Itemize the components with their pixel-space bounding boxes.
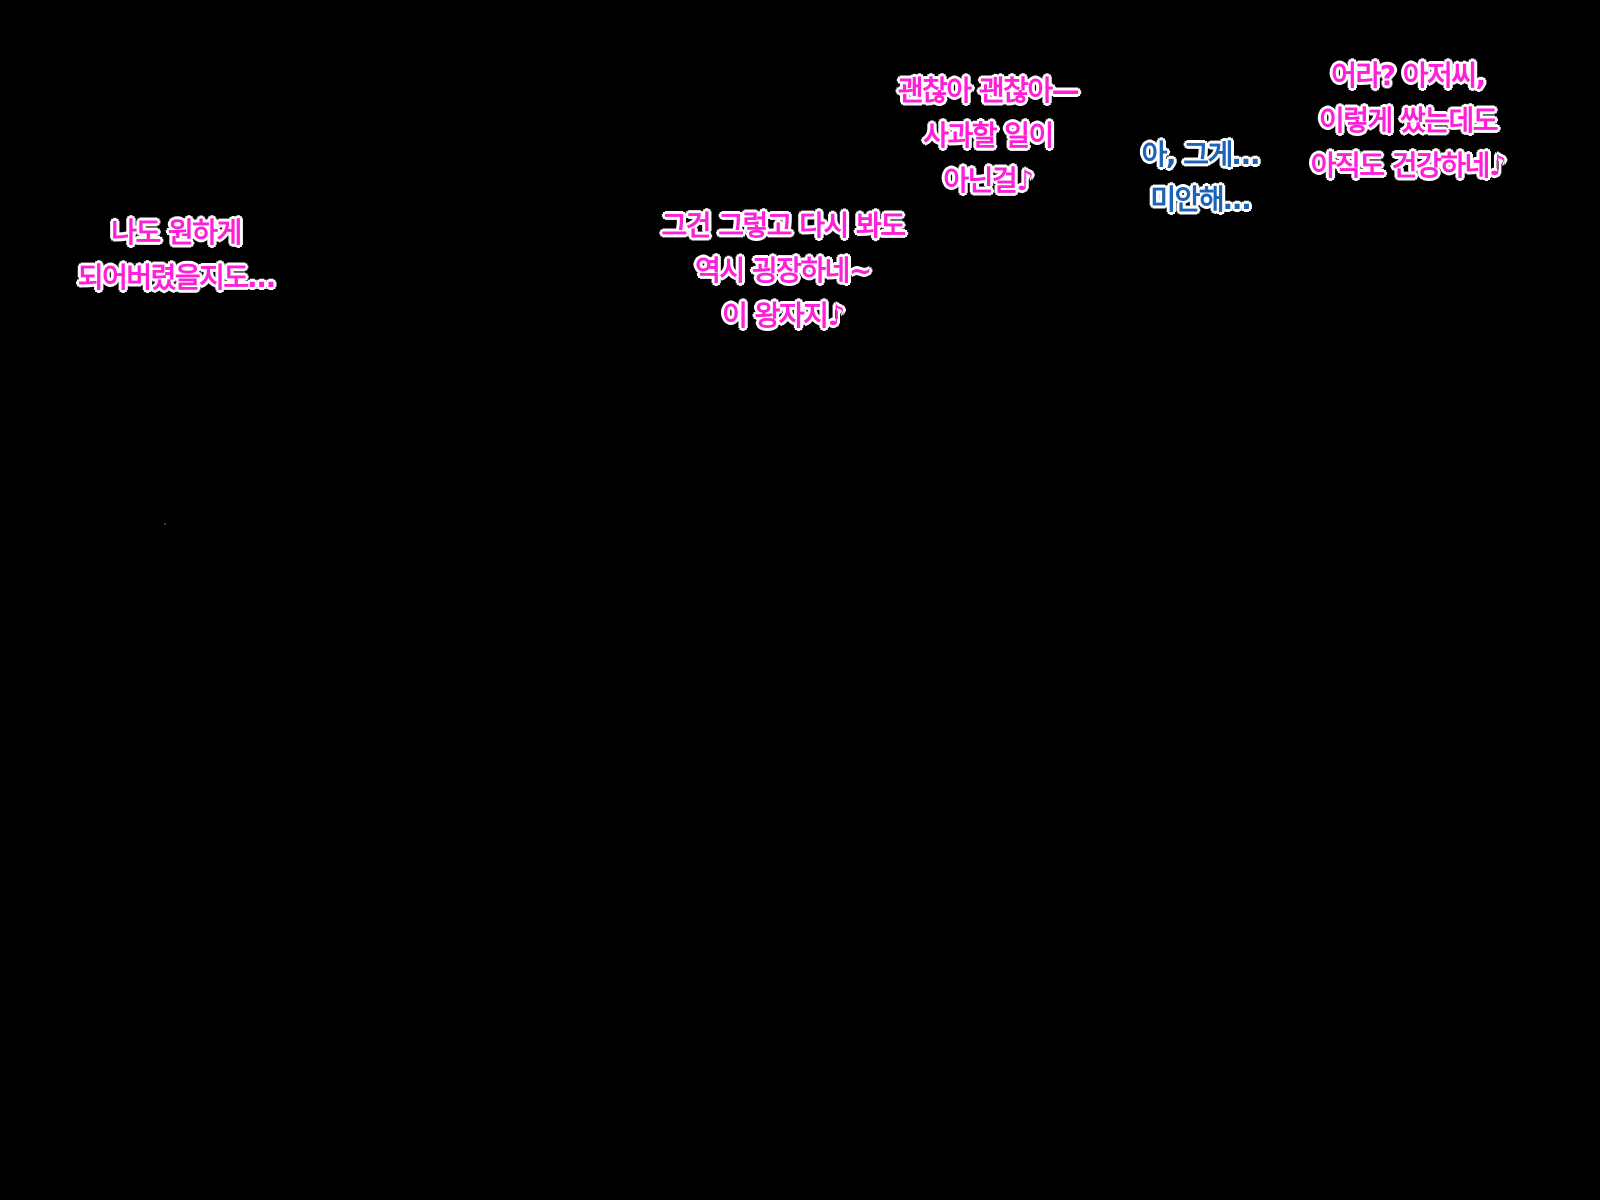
dialogue-line: 이 왕자지♪ bbox=[722, 299, 845, 332]
dialogue-text-4: 아, 그게… 미안해… bbox=[1141, 132, 1260, 222]
dialogue-line: 아닌걸♪ bbox=[943, 164, 1034, 197]
dialogue-line: 나도 원하게 bbox=[111, 216, 242, 249]
dialogue-line: 그건 그렇고 다시 봐도 bbox=[661, 209, 906, 242]
dialogue-text-2: 그건 그렇고 다시 봐도 역시 굉장하네~ 이 왕자지♪ bbox=[661, 203, 906, 338]
dialogue-text-5: 어라? 아저씨, 이렇게 쌌는데도 아직도 건강하네♪ bbox=[1310, 53, 1507, 188]
dialogue-line: 아, 그게… bbox=[1141, 138, 1260, 171]
dialogue-line: 어라? 아저씨, bbox=[1331, 59, 1486, 92]
dialogue-text-3: 괜찮아 괜찮아— 사과할 일이 아닌걸♪ bbox=[897, 68, 1080, 203]
dialogue-line: 아직도 건강하네♪ bbox=[1310, 149, 1507, 182]
background-speck bbox=[164, 523, 166, 525]
dialogue-line: 이렇게 쌌는데도 bbox=[1318, 104, 1499, 137]
dialogue-text-1: 나도 원하게 되어버렸을지도… bbox=[77, 210, 276, 300]
dialogue-line: 사과할 일이 bbox=[923, 119, 1054, 152]
dialogue-line: 미안해… bbox=[1150, 183, 1251, 216]
dialogue-line: 되어버렸을지도… bbox=[77, 261, 276, 294]
dialogue-line: 역시 굉장하네~ bbox=[695, 254, 872, 287]
dialogue-line: 괜찮아 괜찮아— bbox=[897, 74, 1080, 107]
